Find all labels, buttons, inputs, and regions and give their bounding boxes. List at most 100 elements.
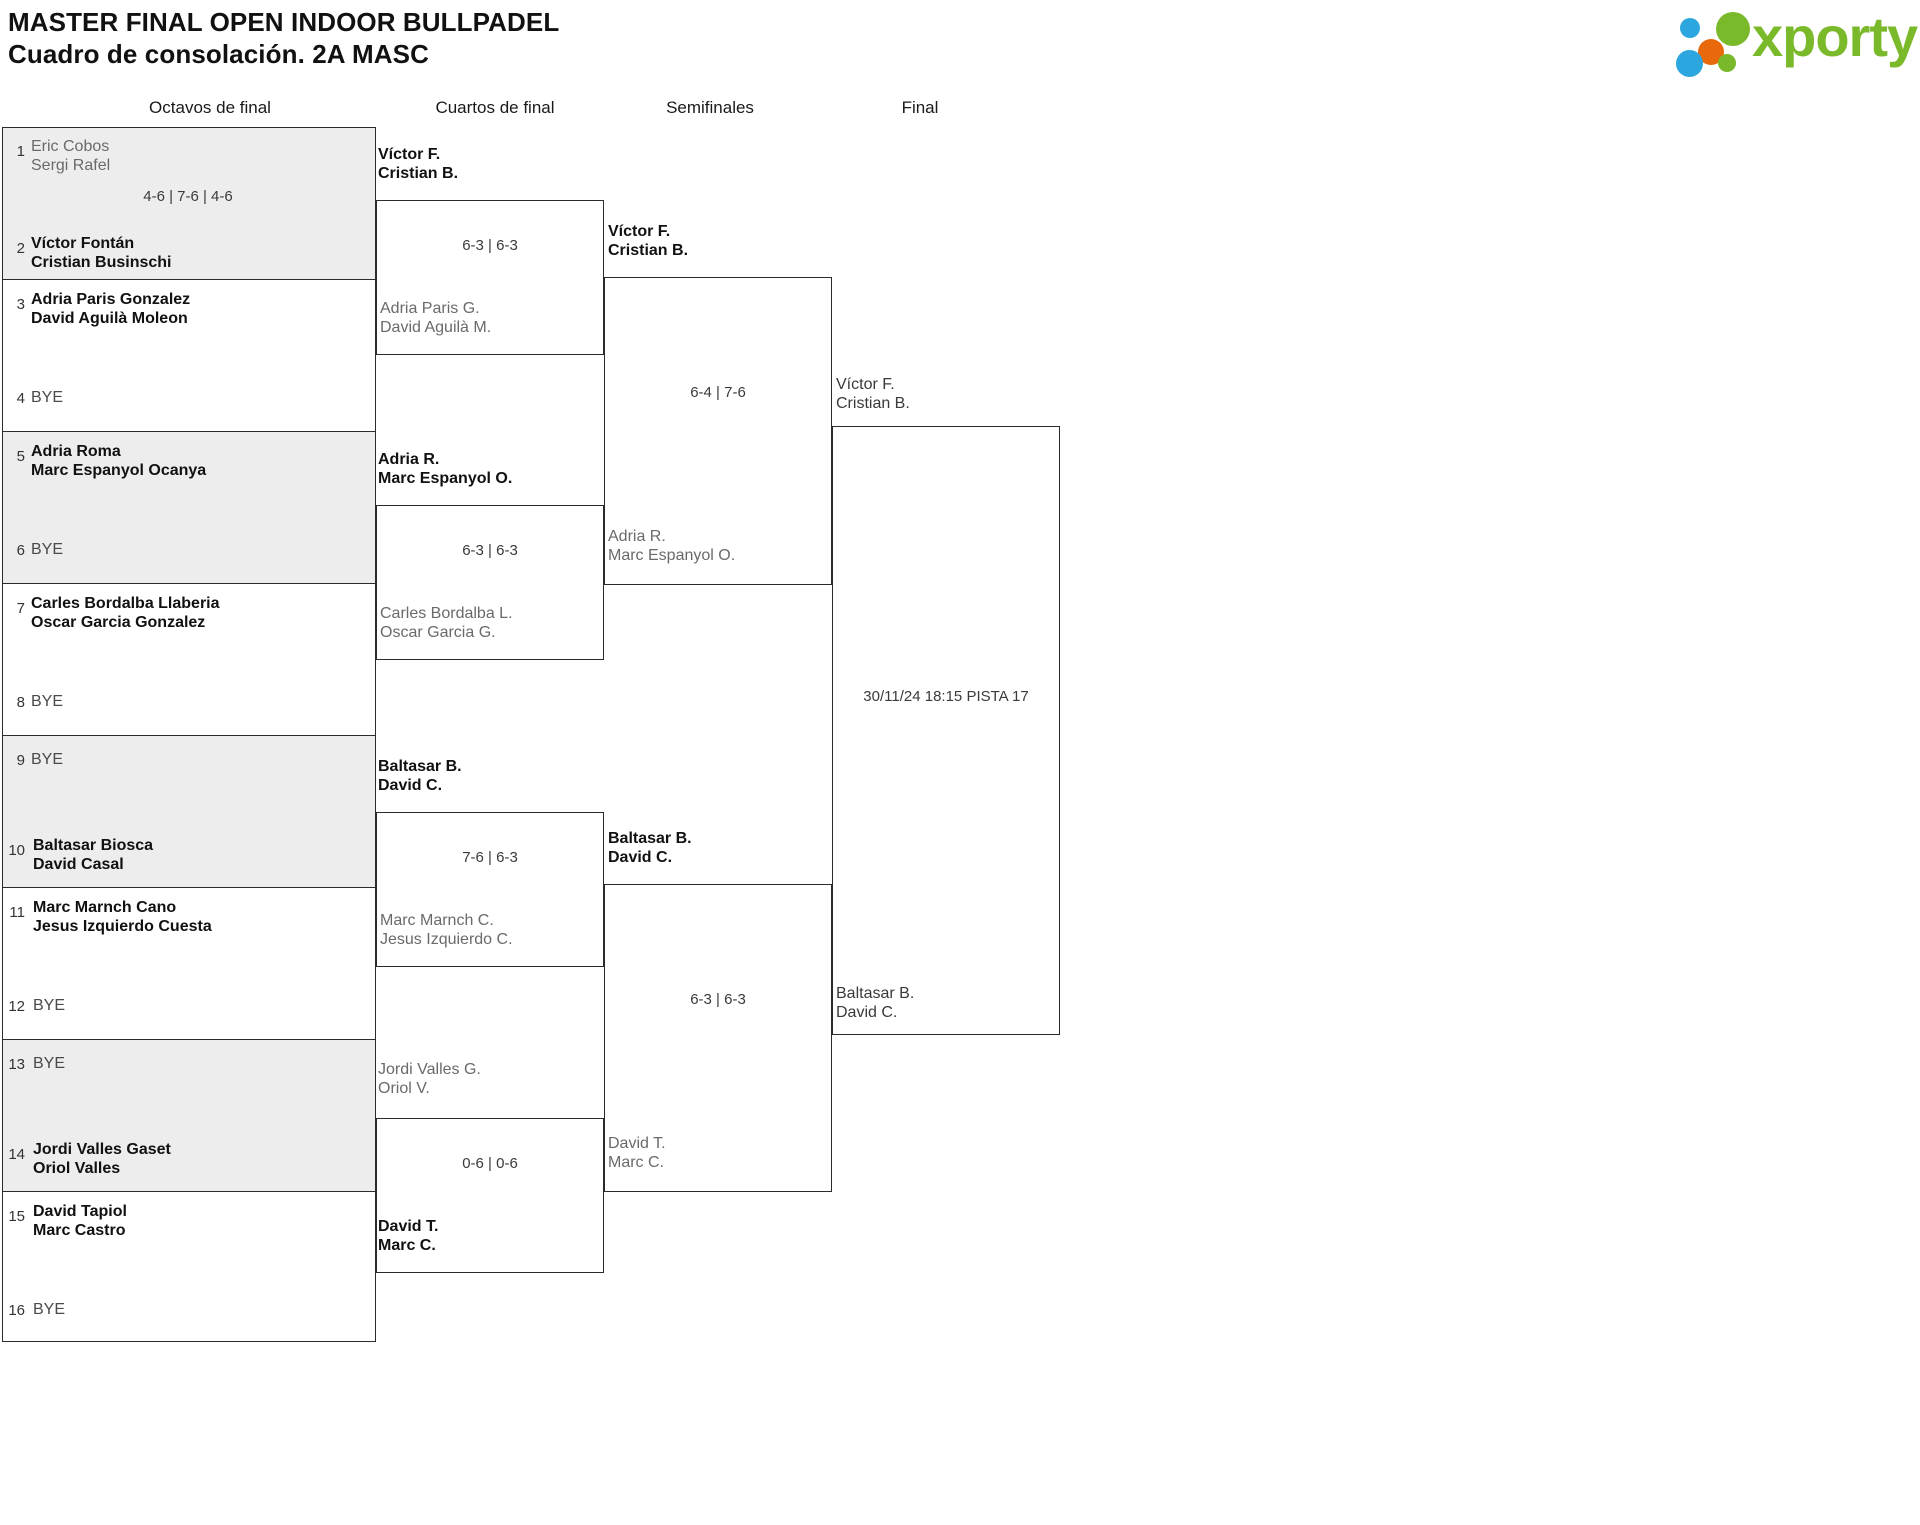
- bye-label: BYE: [33, 1301, 66, 1318]
- qf3-top-team: Baltasar B. David C.: [378, 757, 462, 795]
- player-2: Cristian B.: [378, 165, 459, 182]
- round1-pair-2[interactable]: 3 Adria Paris Gonzalez David Aguilà Mole…: [3, 280, 375, 432]
- match-score: 4-6 | 7-6 | 4-6: [143, 188, 233, 205]
- qf4-top-team: Jordi Valles G. Oriol V.: [378, 1060, 481, 1098]
- final-schedule: 30/11/24 18:15 PISTA 17: [863, 688, 1029, 705]
- round1-pair-6[interactable]: 11 Marc Marnch Cano Jesus Izquierdo Cues…: [3, 888, 375, 1040]
- player-2: Cristian Businschi: [31, 254, 172, 271]
- player-1: Víctor F.: [608, 223, 671, 240]
- player-1: Víctor Fontán: [31, 235, 135, 252]
- round1-pair-4[interactable]: 7 Carles Bordalba Llaberia Oscar Garcia …: [3, 584, 375, 736]
- qf4-box[interactable]: [376, 1118, 604, 1273]
- logo-dot-green-large-icon: [1716, 12, 1750, 46]
- round1-pair-1[interactable]: 1 Eric Cobos Sergi Rafel 4-6 | 7-6 | 4-6…: [3, 128, 375, 280]
- team-name: Víctor Fontán Cristian Businschi: [31, 234, 171, 272]
- qf4-bottom-team: David T. Marc C.: [378, 1217, 438, 1255]
- player-2: Marc Espanyol O.: [378, 470, 513, 487]
- round-header-final: Final: [901, 98, 939, 117]
- player-2: Oriol V.: [378, 1080, 430, 1097]
- player-1: Víctor F.: [378, 146, 441, 163]
- player-1: Eric Cobos: [31, 138, 110, 155]
- seed-number: 5: [16, 448, 25, 465]
- player-1: Adria R.: [608, 528, 666, 545]
- player-1: Adria Roma: [31, 443, 121, 460]
- seed-number: 4: [16, 390, 25, 407]
- player-1: Baltasar Biosca: [33, 837, 154, 854]
- row-divider: [3, 279, 375, 280]
- player-1: Carles Bordalba L.: [380, 605, 513, 622]
- qf2-top-team: Adria R. Marc Espanyol O.: [378, 450, 512, 488]
- sf2-top-team: Baltasar B. David C.: [608, 829, 692, 867]
- qf3-box[interactable]: [376, 812, 604, 967]
- player-2: Oscar Garcia Gonzalez: [31, 614, 206, 631]
- qf4-score: 0-6 | 0-6: [462, 1155, 518, 1172]
- player-1: Adria Paris G.: [380, 300, 480, 317]
- player-1: Víctor F.: [836, 376, 895, 393]
- row-divider: [3, 583, 375, 584]
- player-2: David C.: [608, 849, 673, 866]
- qf2-box[interactable]: [376, 505, 604, 660]
- round1-pair-3[interactable]: 5 Adria Roma Marc Espanyol Ocanya 6 BYE: [3, 432, 375, 584]
- player-2: Marc Espanyol O.: [608, 547, 736, 564]
- final-box[interactable]: [832, 426, 1060, 1035]
- qf3-bottom-team: Marc Marnch C. Jesus Izquierdo C.: [380, 911, 513, 949]
- row-divider: [3, 1191, 375, 1192]
- player-2: Cristian B.: [608, 242, 689, 259]
- seed-number: 6: [16, 542, 25, 559]
- bye-label: BYE: [31, 541, 64, 558]
- player-2: Oriol Valles: [33, 1160, 121, 1177]
- seed-number: 15: [8, 1208, 25, 1225]
- page-title: MASTER FINAL OPEN INDOOR BULLPADEL Cuadr…: [8, 6, 559, 70]
- sf2-box[interactable]: [604, 884, 832, 1192]
- player-1: Adria R.: [378, 451, 440, 468]
- team-name: Eric Cobos Sergi Rafel: [31, 137, 110, 175]
- round1-pair-5[interactable]: 9 BYE 10 Baltasar Biosca David Casal: [3, 736, 375, 888]
- round1-pair-8[interactable]: 15 David Tapiol Marc Castro 16 BYE: [3, 1192, 375, 1343]
- player-2: Marc C.: [378, 1237, 436, 1254]
- logo-wordmark: xporty: [1752, 5, 1918, 68]
- row-divider: [3, 1039, 375, 1040]
- player-2: Oscar Garcia G.: [380, 624, 496, 641]
- sf1-box[interactable]: [604, 277, 832, 585]
- round1-container: 1 Eric Cobos Sergi Rafel 4-6 | 7-6 | 4-6…: [2, 127, 376, 1342]
- seed-number: 11: [9, 904, 25, 921]
- qf1-top-team: Víctor F. Cristian B.: [378, 145, 458, 183]
- qf3-score: 7-6 | 6-3: [462, 849, 518, 866]
- player-2: David C.: [378, 777, 443, 794]
- row-divider: [3, 887, 375, 888]
- row-divider: [3, 431, 375, 432]
- bye-label: BYE: [33, 997, 66, 1014]
- player-1: Baltasar B.: [378, 758, 462, 775]
- player-1: Marc Marnch Cano: [33, 899, 177, 916]
- team-name: Baltasar Biosca David Casal: [33, 836, 153, 874]
- seed-number: 3: [16, 296, 25, 313]
- team-name: David Tapiol Marc Castro: [33, 1202, 127, 1240]
- player-1: Marc Marnch C.: [380, 912, 494, 929]
- player-2: David C.: [836, 1004, 898, 1021]
- team-name: Marc Marnch Cano Jesus Izquierdo Cuesta: [33, 898, 212, 936]
- final-top-team: Víctor F. Cristian B.: [836, 375, 910, 413]
- player-2: Jesus Izquierdo Cuesta: [33, 918, 212, 935]
- player-2: Marc C.: [608, 1154, 664, 1171]
- bye-label: BYE: [31, 751, 64, 768]
- qf1-box[interactable]: [376, 200, 604, 355]
- player-2: David Aguilà Moleon: [31, 310, 188, 327]
- final-bottom-team: Baltasar B. David C.: [836, 984, 914, 1022]
- seed-number: 13: [8, 1056, 25, 1073]
- player-2: Cristian B.: [836, 395, 910, 412]
- sf1-bottom-team: Adria R. Marc Espanyol O.: [608, 527, 735, 565]
- seed-number: 8: [16, 694, 25, 711]
- player-1: Jordi Valles Gaset: [33, 1141, 171, 1158]
- xporty-logo[interactable]: xporty: [1674, 5, 1918, 77]
- player-2: Sergi Rafel: [31, 157, 111, 174]
- bye-label: BYE: [31, 693, 64, 710]
- seed-number: 9: [16, 752, 25, 769]
- qf1-score: 6-3 | 6-3: [462, 237, 518, 254]
- round-header-semifinales: Semifinales: [666, 98, 754, 117]
- seed-number: 12: [8, 998, 25, 1015]
- player-1: Adria Paris Gonzalez: [31, 291, 191, 308]
- round1-pair-7[interactable]: 13 BYE 14 Jordi Valles Gaset Oriol Valle…: [3, 1040, 375, 1192]
- sf2-score: 6-3 | 6-3: [690, 991, 746, 1008]
- team-name: Adria Roma Marc Espanyol Ocanya: [31, 442, 206, 480]
